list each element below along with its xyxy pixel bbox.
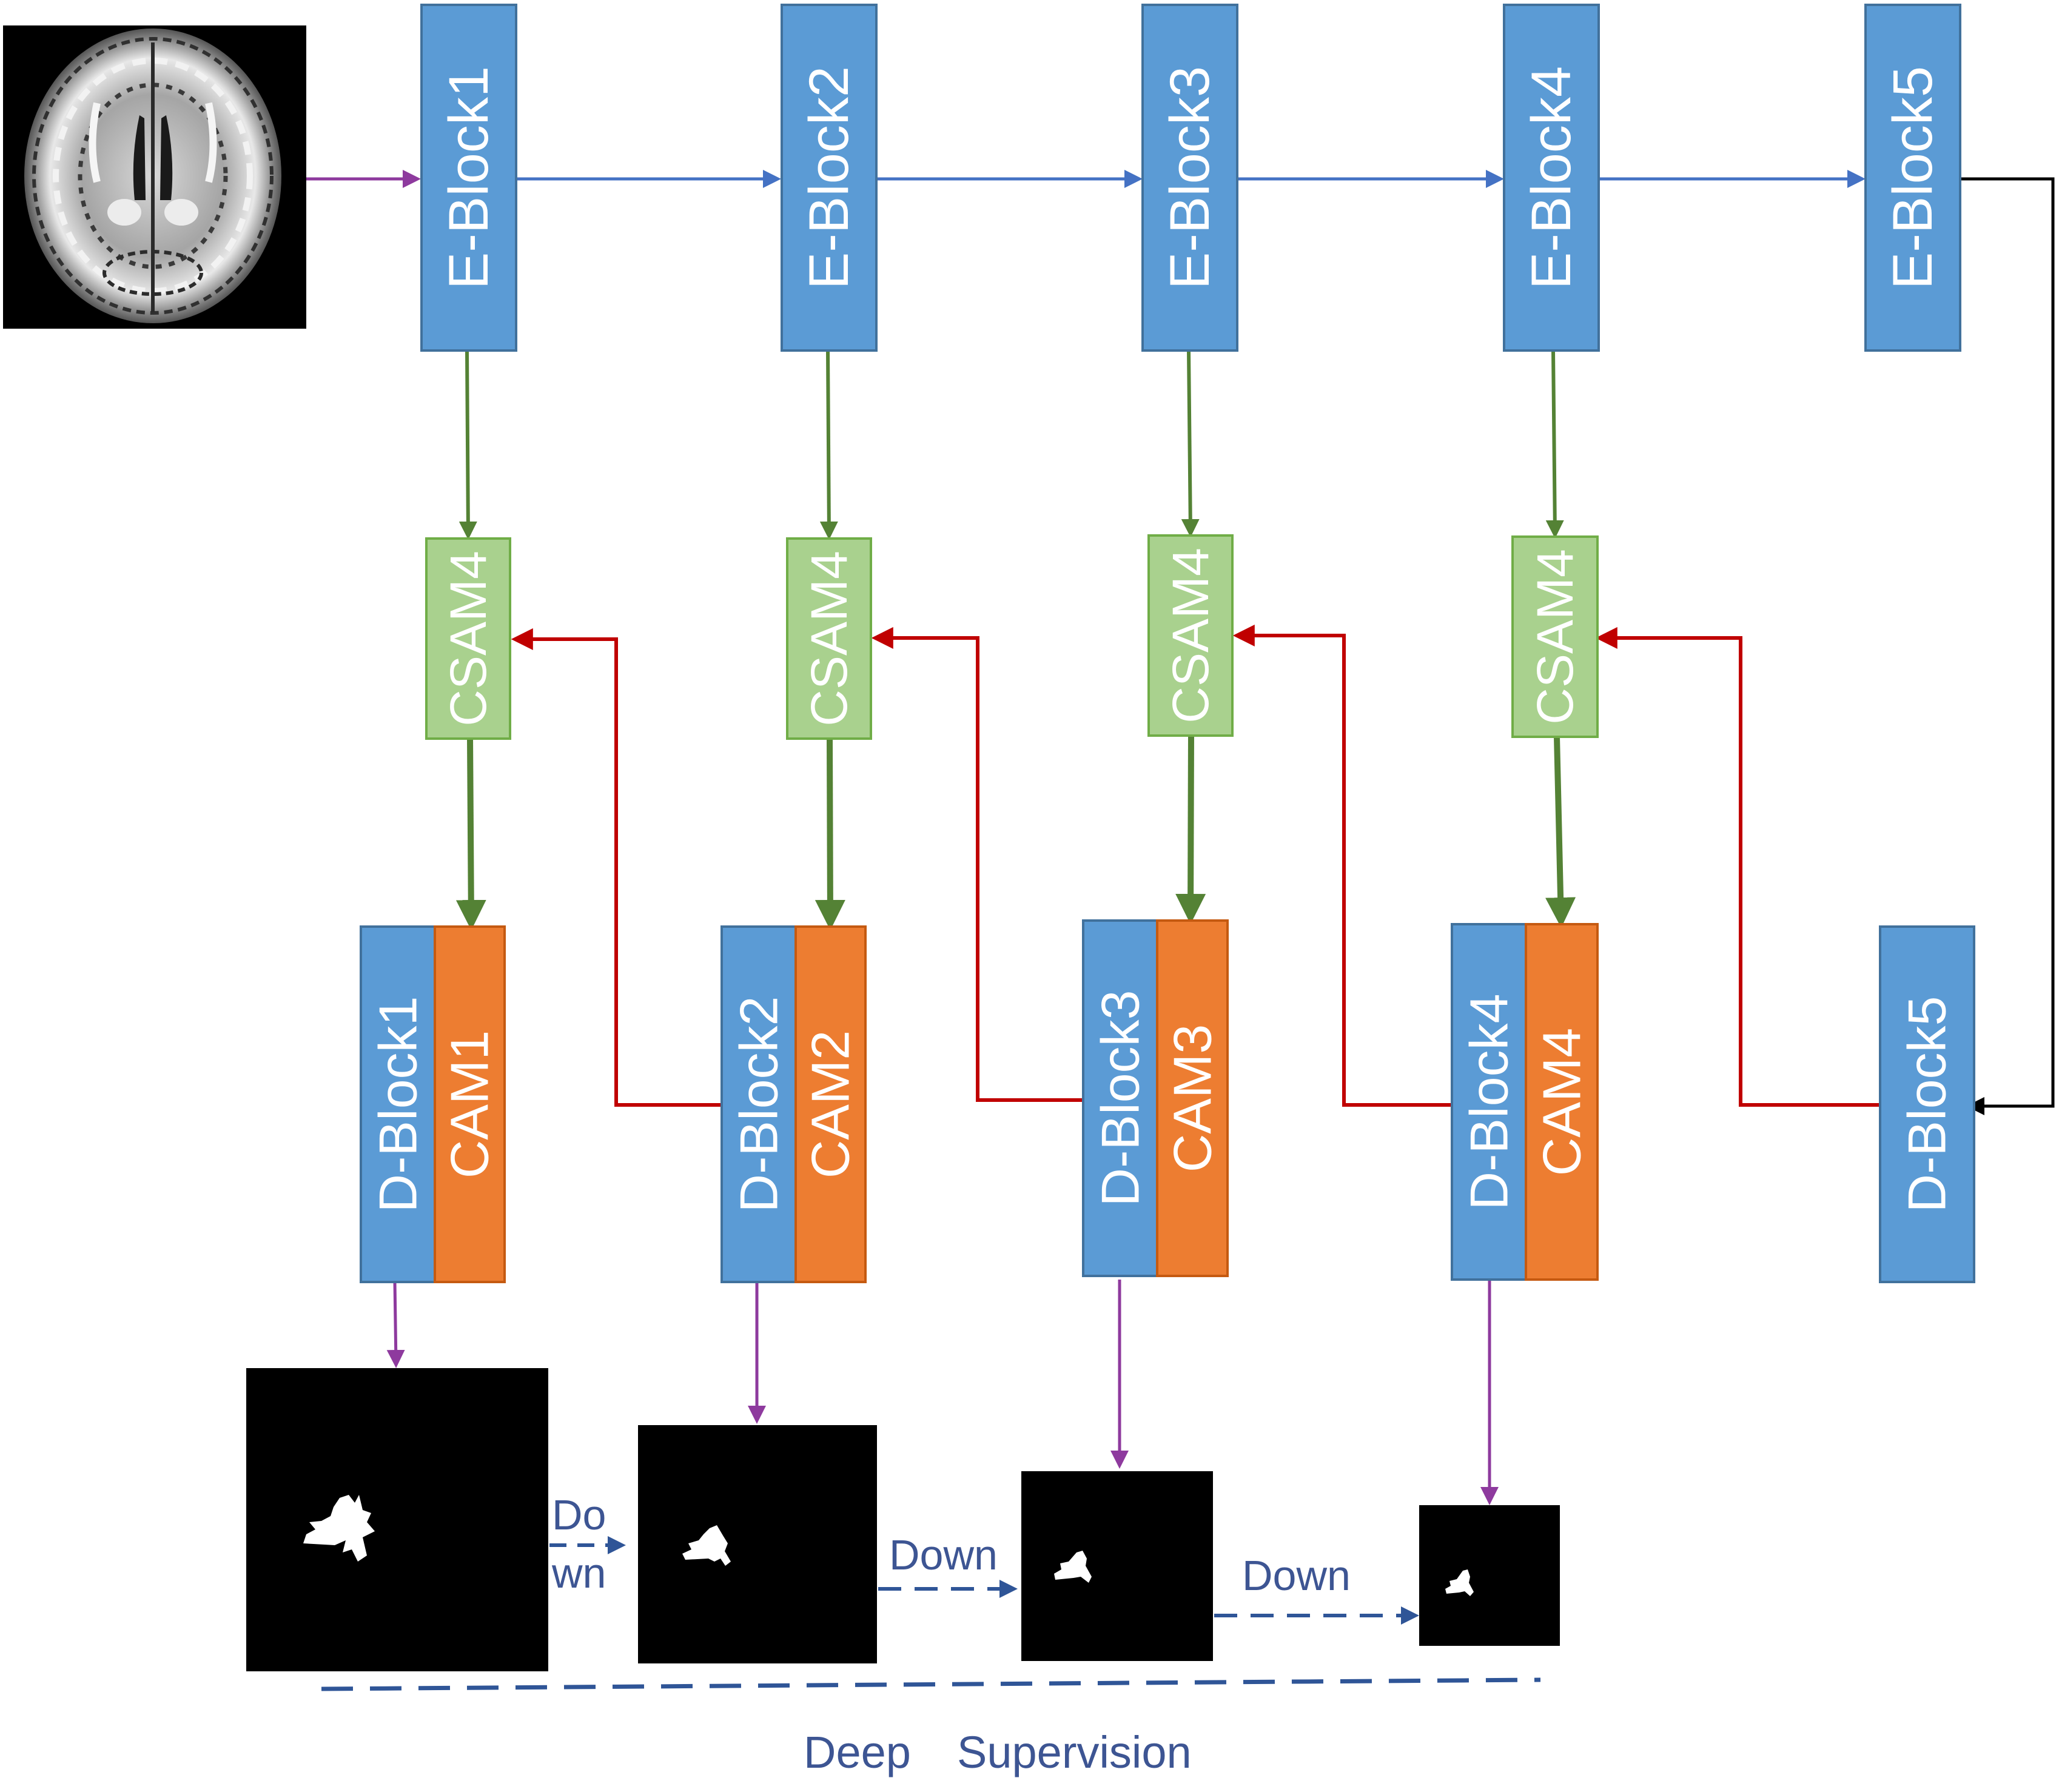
skip-arrows [458,350,1564,540]
decoder-feedback-arrows [511,625,1879,1107]
attention-to-decoder-arrows [455,734,1576,930]
output-mask-2 [638,1425,877,1663]
csam-label-1: CSAM4 [440,551,497,726]
down-label-2: Down [889,1531,998,1579]
eblock3-label: E-Block3 [1159,66,1221,289]
dblock3: D-Block3 CAM3 [1082,919,1229,1277]
down-label-1a: Do [552,1491,606,1539]
csam-label-4: CSAM4 [1527,549,1584,724]
csam-block-4: CSAM4 [1511,535,1599,738]
downsample-arrows [549,1536,1419,1625]
cam2-label: CAM2 [801,1030,861,1179]
eblock2-label: E-Block2 [798,66,860,289]
down-label-1b: wn [551,1549,606,1597]
dblock2-label: D-Block2 [729,996,789,1213]
encoder-flow-arrows [306,170,2055,1115]
output-arrows [386,1280,1499,1505]
csam-label-2: CSAM4 [801,551,858,726]
dblock5: D-Block5 [1879,925,1975,1283]
eblock4-label: E-Block4 [1520,66,1582,289]
eblock5: E-Block5 [1864,4,1961,352]
output-mask-1 [246,1368,548,1671]
eblock1-label: E-Block1 [438,66,500,289]
deep-supervision-line [321,1677,1541,1691]
csam-block-1: CSAM4 [425,537,511,740]
output-mask-4 [1419,1505,1560,1646]
eblock3: E-Block3 [1141,4,1238,352]
cam1-label: CAM1 [440,1030,500,1179]
eblock5-to-dblock5-arrow [1959,177,2055,1115]
eblock2: E-Block2 [781,4,878,352]
csam-label-3: CSAM4 [1162,548,1219,723]
deep-supervision-word1: Deep [804,1727,911,1777]
csam-block-2: CSAM4 [786,537,872,740]
dblock5-label: D-Block5 [1897,996,1957,1213]
eblock4: E-Block4 [1503,4,1600,352]
cam4-label: CAM4 [1532,1028,1592,1176]
dblock4: D-Block4 CAM4 [1451,923,1599,1281]
eblock5-label: E-Block5 [1882,66,1944,289]
output-mask-3 [1021,1471,1213,1661]
dblock4-label: D-Block4 [1459,994,1519,1210]
down-label-3: Down [1242,1552,1351,1599]
csam-block-3: CSAM4 [1147,534,1234,737]
dblock1: D-Block1 CAM1 [360,925,506,1283]
cam3-label: CAM3 [1163,1024,1223,1173]
dblock3-label: D-Block3 [1090,990,1150,1207]
input-mri-image [3,25,306,329]
dblock2: D-Block2 CAM2 [720,925,867,1283]
deep-supervision-word2: Supervision [957,1727,1192,1777]
eblock1: E-Block1 [420,4,517,352]
dblock1-label: D-Block1 [368,996,428,1213]
